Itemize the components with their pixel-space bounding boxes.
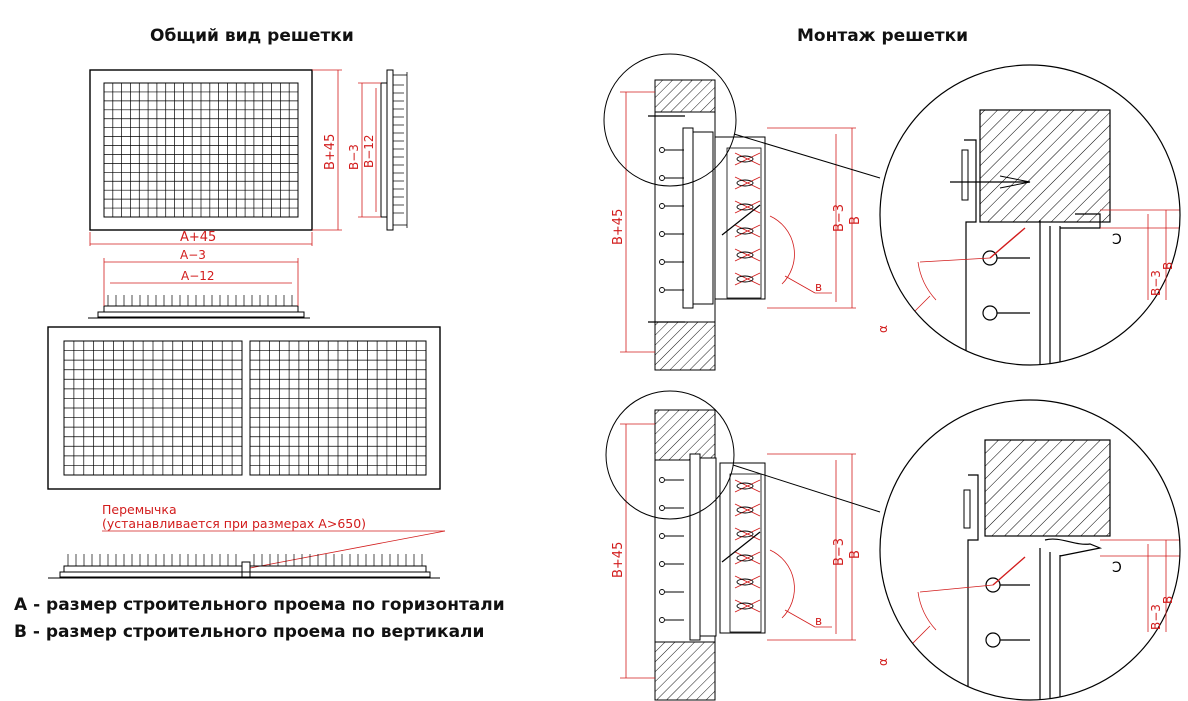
svg-text:B−3: B−3 <box>832 538 847 566</box>
svg-text:в: в <box>815 280 822 294</box>
svg-text:B: B <box>1161 262 1175 270</box>
svg-text:Перемычка: Перемычка <box>102 502 177 517</box>
svg-text:B−3: B−3 <box>347 144 361 170</box>
svg-text:B: B <box>848 550 863 559</box>
svg-text:Ͻ: Ͻ <box>1112 232 1122 248</box>
svg-text:A−3: A−3 <box>180 248 206 262</box>
dim-b-minus-12-side: B−12 <box>362 88 377 212</box>
svg-text:в: в <box>815 614 822 628</box>
svg-text:(устанавливается при размерах: (устанавливается при размерах A>650) <box>102 516 366 531</box>
mounting-top-section: B+45 B−3 B в <box>603 53 881 371</box>
grille-side-view <box>380 69 408 231</box>
svg-text:B+45: B+45 <box>611 209 626 245</box>
dim-a-plus-45: A+45 <box>89 230 313 246</box>
grille-double-front-view <box>47 326 441 490</box>
svg-text:B+45: B+45 <box>611 542 626 578</box>
svg-text:B−3: B−3 <box>832 204 847 232</box>
mounting-bottom-detail: Ͻ α B−3 B <box>876 399 1181 701</box>
grille-top-view <box>88 295 310 319</box>
svg-text:Ͻ: Ͻ <box>1112 560 1122 576</box>
mounting-top-detail: Ͻ α B−3 B <box>876 64 1181 366</box>
grille-double-top-view <box>48 554 440 579</box>
dim-a-minus-3: A−3 <box>103 248 299 306</box>
dim-b-minus-3-side: B−3 <box>347 82 381 218</box>
svg-text:B+45: B+45 <box>323 134 338 170</box>
dim-b-plus-45-front: B+45 <box>312 69 342 231</box>
svg-text:α: α <box>876 325 890 333</box>
general-view-title: Общий вид решетки <box>150 26 354 46</box>
mounting-bottom-section: B+45 B−3 B в <box>605 390 881 701</box>
svg-text:B−3: B−3 <box>1149 270 1163 296</box>
grille-front-view <box>89 69 313 231</box>
svg-text:B−3: B−3 <box>1149 604 1163 630</box>
mounting-title: Монтаж решетки <box>797 26 969 46</box>
legend-b: B - размер строительного проема по верти… <box>14 622 485 642</box>
svg-text:A−12: A−12 <box>181 269 215 283</box>
svg-text:B−12: B−12 <box>362 134 376 168</box>
legend-a: A - размер строительного проема по гориз… <box>14 595 505 615</box>
svg-text:A+45: A+45 <box>180 230 216 245</box>
svg-text:B: B <box>848 216 863 225</box>
svg-text:B: B <box>1161 596 1175 604</box>
jumper-note: Перемычка (устанавливается при размерах … <box>102 502 446 569</box>
svg-text:α: α <box>876 658 890 666</box>
dim-a-minus-12: A−12 <box>110 269 292 284</box>
